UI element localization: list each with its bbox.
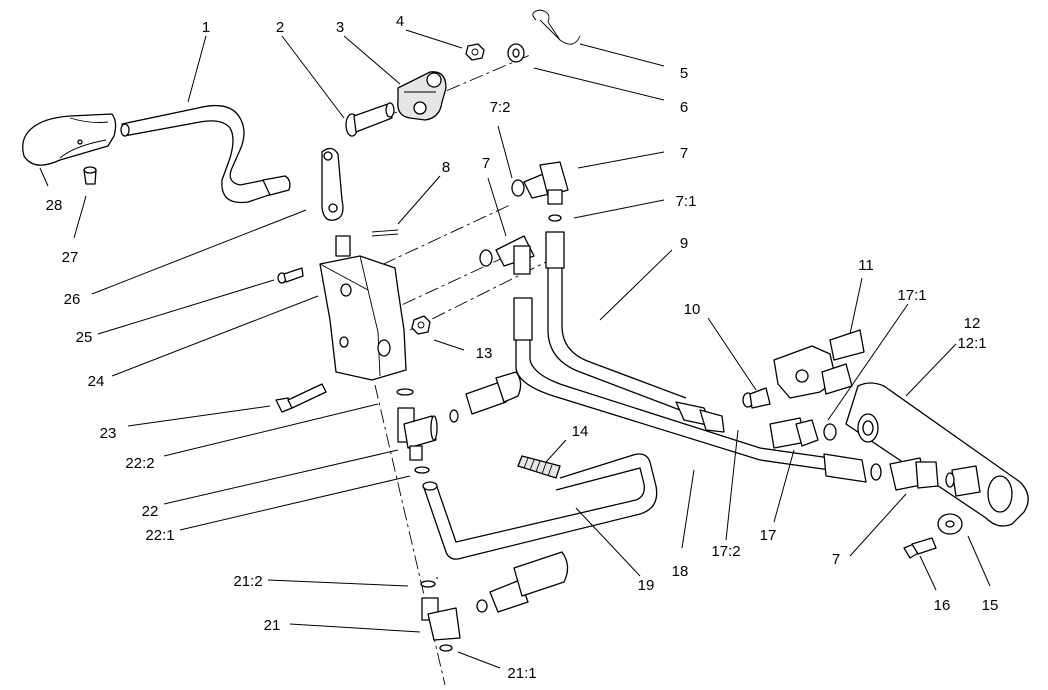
part-nut-4 <box>465 43 485 61</box>
callout-17-2: 17:2 <box>711 543 740 560</box>
part-spring-guard <box>517 455 561 479</box>
part-bolt-23 <box>275 383 327 413</box>
callout-28: 28 <box>46 197 63 214</box>
callout-19: 19 <box>638 577 655 594</box>
callout-14: 14 <box>572 423 589 440</box>
callout-5: 5 <box>680 65 688 82</box>
part-tee-fitting-22 <box>396 388 438 474</box>
callout-2: 2 <box>276 19 284 36</box>
part-hose-19 <box>422 453 658 560</box>
part-clevis <box>397 71 447 121</box>
part-control-lever <box>120 104 291 204</box>
callout-7-upper: 7 <box>680 145 688 162</box>
part-bracket-11 <box>773 329 865 399</box>
callout-7-left: 7 <box>482 155 490 172</box>
part-bolt-16 <box>903 537 937 559</box>
part-valve-body <box>319 235 407 381</box>
callout-27: 27 <box>62 249 79 266</box>
callout-21-1: 21:1 <box>507 665 536 682</box>
part-washer-15 <box>937 513 963 535</box>
callout-11: 11 <box>858 257 874 274</box>
part-screw-27 <box>83 166 97 185</box>
leader-lines <box>39 29 991 669</box>
part-cotter-8 <box>371 229 399 237</box>
callout-4: 4 <box>396 13 404 30</box>
callout-22: 22 <box>142 503 159 520</box>
callout-13: 13 <box>476 345 493 362</box>
part-screw-25 <box>277 267 304 284</box>
callout-10: 10 <box>684 301 701 318</box>
callout-9: 9 <box>680 235 688 252</box>
callout-15: 15 <box>982 597 999 614</box>
callout-12: 12 <box>964 315 981 332</box>
part-link-plate <box>321 147 344 221</box>
callout-16: 16 <box>934 597 951 614</box>
part-washer-6 <box>507 43 525 63</box>
callout-1: 1 <box>202 19 210 36</box>
part-knob <box>22 113 117 166</box>
part-fitting-17 <box>769 417 837 449</box>
callout-8: 8 <box>442 159 450 176</box>
callout-21: 21 <box>264 617 281 634</box>
callout-7-right: 7 <box>832 551 840 568</box>
callout-25: 25 <box>76 329 93 346</box>
callout-24: 24 <box>88 373 105 390</box>
part-hair-pin <box>532 9 581 45</box>
part-fitting-7-right <box>889 457 955 491</box>
callout-21-2: 21:2 <box>233 573 262 590</box>
part-adapter-22-side <box>449 371 522 423</box>
callout-7-2: 7:2 <box>490 99 511 116</box>
callout-17-1: 17:1 <box>897 287 926 304</box>
part-elbow-fitting-21 <box>420 551 569 652</box>
part-fitting-10 <box>742 387 771 409</box>
part-cylinder-12 <box>845 382 1029 527</box>
callout-17: 17 <box>760 527 777 544</box>
callout-3: 3 <box>336 19 344 36</box>
part-pin <box>345 102 395 137</box>
part-hose-9 <box>545 231 725 433</box>
callout-26: 26 <box>64 291 81 308</box>
callout-7-1: 7:1 <box>676 193 697 210</box>
callout-22-1: 22:1 <box>145 527 174 544</box>
callout-22-2: 22:2 <box>125 455 154 472</box>
callout-23: 23 <box>100 425 117 442</box>
part-elbow-fitting-7-upper <box>511 161 569 222</box>
part-nut-13 <box>411 315 431 335</box>
callout-18: 18 <box>672 563 689 580</box>
part-hose-18 <box>513 297 882 483</box>
callout-12-1: 12:1 <box>957 335 986 352</box>
callout-6: 6 <box>680 99 688 116</box>
callout-labels: 1 2 3 4 5 6 7:2 7 7 7:1 8 9 10 11 17:1 1… <box>46 13 999 682</box>
part-elbow-fitting-7-lower <box>479 235 535 275</box>
